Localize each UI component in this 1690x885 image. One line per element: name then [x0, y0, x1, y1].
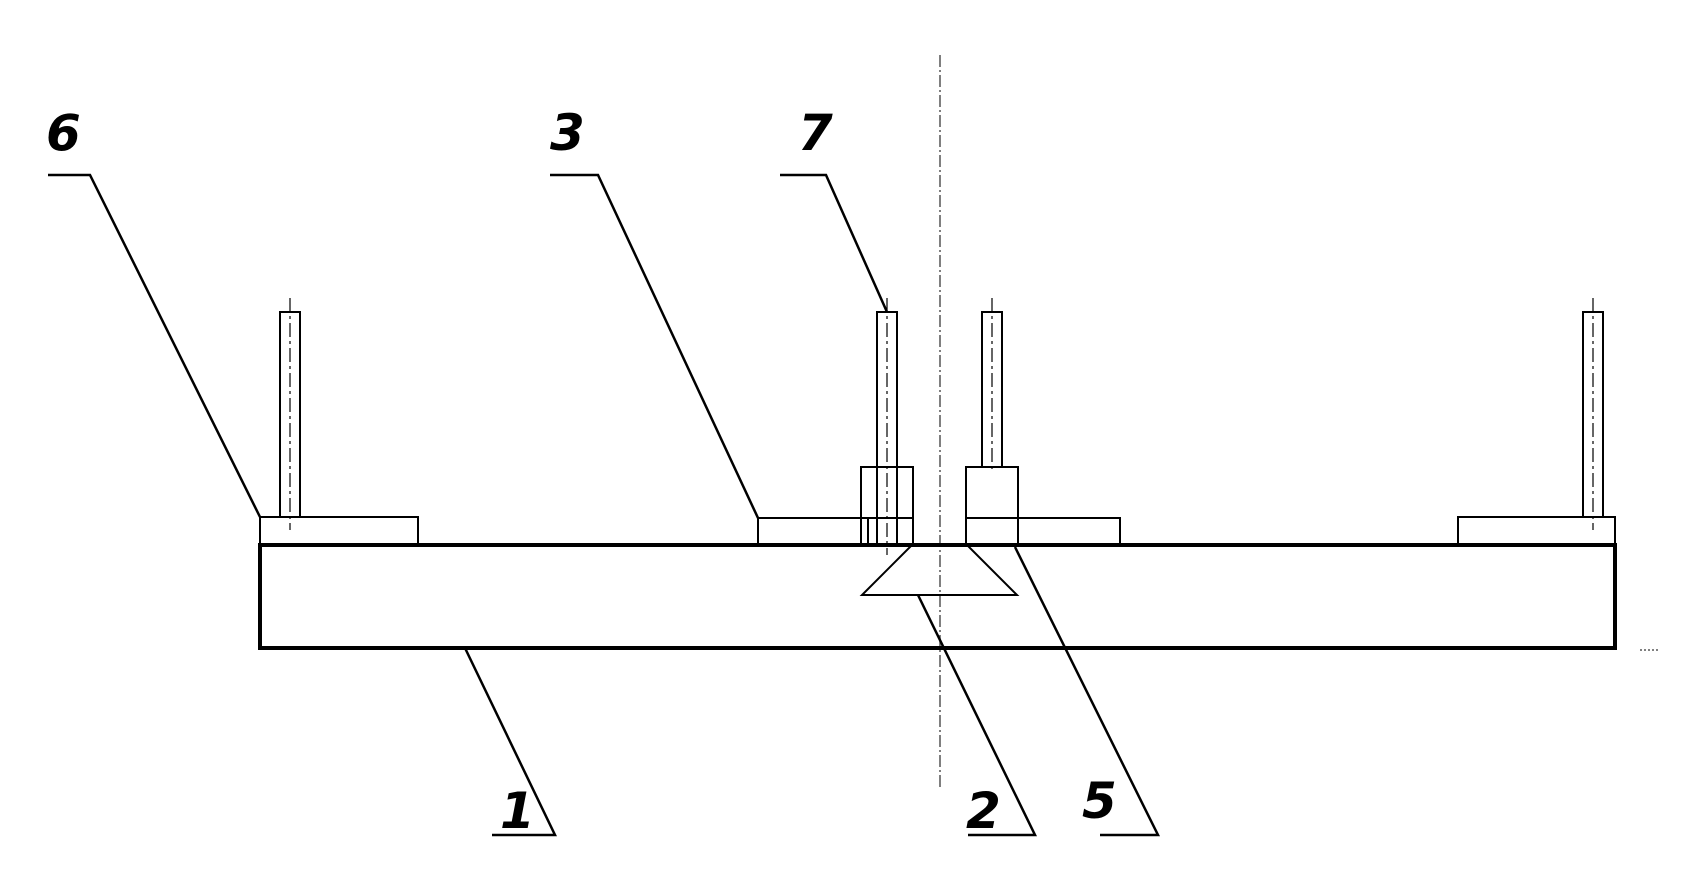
stud-left: [279, 298, 301, 530]
callout-5: 5: [1082, 772, 1117, 830]
leader-line-6: [48, 173, 262, 518]
leader-line-3: [550, 173, 760, 519]
leader-line-5: [1013, 546, 1161, 837]
callout-6: 6: [46, 104, 81, 162]
leader-line-7: [780, 173, 889, 313]
leader-line-1: [463, 647, 557, 837]
callout-7: 7: [798, 104, 833, 162]
dovetail-groove: [859, 544, 1020, 596]
clamp-pad-center-left: [757, 517, 869, 546]
base-plate-body: [258, 543, 1617, 650]
stud-center-right: [981, 298, 1003, 470]
leader-line-2: [916, 594, 1037, 837]
clamp-pad-center-right: [1017, 517, 1121, 546]
callout-1: 1: [500, 782, 535, 840]
callout-3: 3: [550, 104, 585, 162]
slider-block-right: [965, 466, 1019, 546]
callout-2: 2: [966, 782, 1001, 840]
clamp-pad-left: [259, 516, 419, 546]
stud-center-left: [876, 298, 898, 555]
stud-right: [1582, 298, 1604, 530]
clamp-pad-right: [1457, 516, 1616, 546]
